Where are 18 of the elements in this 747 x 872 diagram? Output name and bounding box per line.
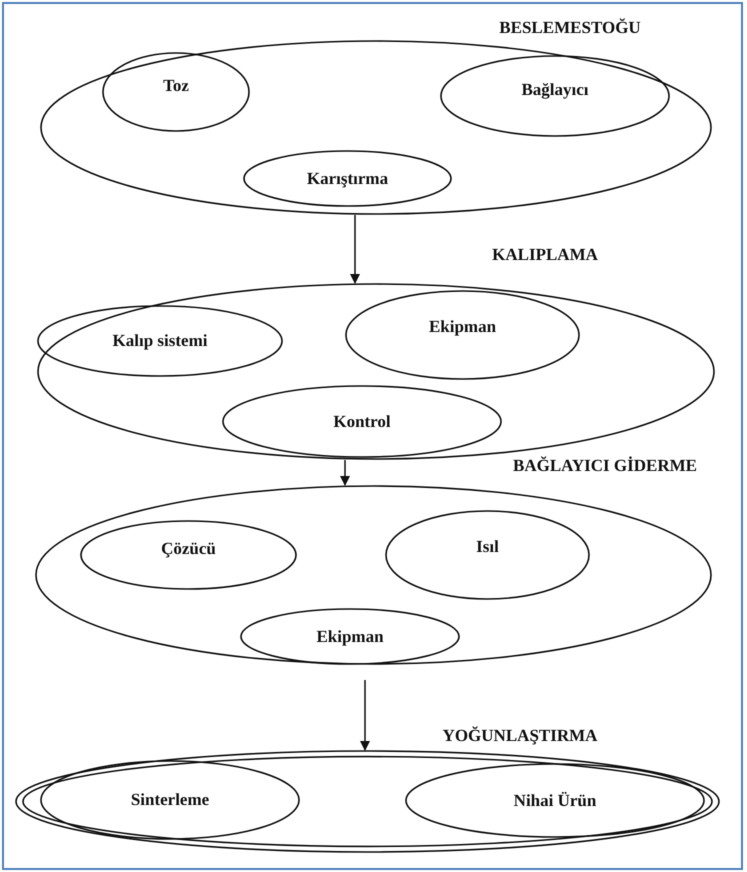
step-label: Kalıp sistemi (112, 331, 208, 351)
arrow (350, 215, 360, 284)
stage-heading: BESLEMESTOĞU (499, 18, 641, 38)
arrow (360, 680, 370, 751)
step-label: Çözücü (161, 539, 216, 559)
stage-heading: YOĞUNLAŞTIRMA (442, 726, 598, 746)
step-label: Toz (163, 76, 189, 96)
step-label: Sinterleme (130, 790, 210, 810)
step-label: Ekipman (428, 317, 496, 337)
stage-heading: BAĞLAYICI GİDERME (512, 456, 698, 476)
step-label: Bağlayıcı (521, 80, 589, 100)
arrow (340, 460, 350, 486)
step-label: Kontrol (333, 412, 391, 432)
step-label: Nihai Ürün (514, 790, 596, 810)
step-label: Isıl (476, 537, 499, 557)
step-label: Karıştırma (306, 168, 388, 188)
step-label: Ekipman (316, 626, 384, 646)
stage-heading: KALIPLAMA (492, 245, 598, 265)
